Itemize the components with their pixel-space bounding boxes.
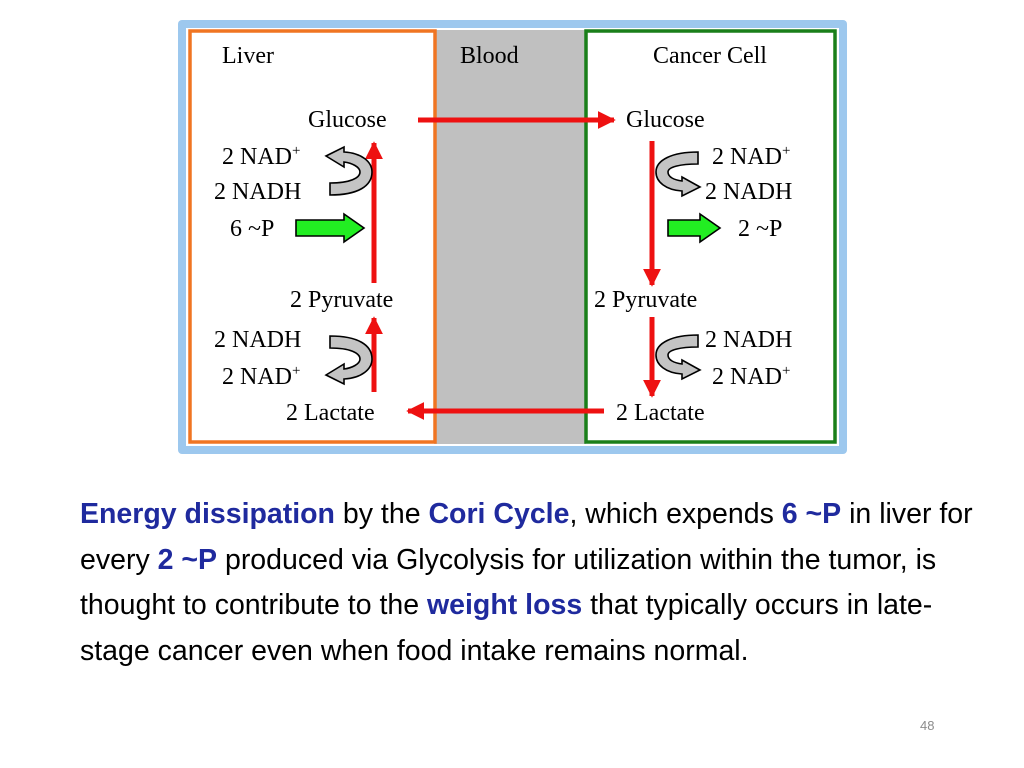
- liver-nad-top-plus: +: [292, 143, 300, 159]
- cancer-nad-recycle-arrow-top: [655, 151, 702, 198]
- caption-six-p: 6 ~P: [781, 498, 842, 530]
- cancer-nad-bottom-plus: +: [782, 363, 790, 379]
- caption-paragraph: Energy dissipation by the Cori Cycle, wh…: [80, 492, 985, 674]
- liver-pyruvate-label: 2 Pyruvate: [290, 287, 393, 313]
- caption-text-2: , which expends: [569, 498, 782, 530]
- cancer-nad-bottom-text: 2 NAD: [712, 364, 782, 390]
- liver-atp-cost: 6 ~P: [230, 216, 274, 242]
- cancer-nad-bottom: 2 NAD+: [712, 363, 790, 390]
- caption-text-5: that typically occurs in late-stage canc…: [80, 589, 933, 667]
- liver-green-energy-arrow: [295, 212, 366, 244]
- caption-text-1: by the: [334, 498, 429, 530]
- cancer-nad-recycle-arrow-bottom: [655, 334, 702, 381]
- cancer-nadh-top: 2 NADH: [705, 179, 792, 205]
- liver-header: Liver: [222, 43, 274, 69]
- liver-nad-recycle-arrow-bottom: [324, 335, 373, 386]
- cancer-pyruvate-label: 2 Pyruvate: [594, 287, 697, 313]
- liver-nad-recycle-arrow-top: [324, 145, 373, 196]
- caption-text-4: produced via Glycolysis for utilization …: [80, 543, 937, 622]
- caption-weight-loss: weight loss: [427, 589, 583, 621]
- cancer-nadh-bottom: 2 NADH: [705, 327, 792, 353]
- blood-band: [434, 30, 586, 444]
- liver-nadh-top: 2 NADH: [214, 179, 301, 205]
- cancer-green-energy-arrow: [667, 212, 722, 244]
- liver-nadh-bottom: 2 NADH: [214, 327, 301, 353]
- slide-number: 48: [920, 718, 935, 733]
- liver-lactate-label: 2 Lactate: [286, 400, 375, 426]
- caption-two-p: 2 ~P: [157, 543, 218, 576]
- cancer-lactate-label: 2 Lactate: [616, 400, 705, 426]
- caption-cori-cycle: Cori Cycle: [428, 498, 570, 530]
- caption-energy-dissipation: Energy dissipation: [80, 498, 335, 530]
- liver-nad-bottom-plus: +: [292, 363, 300, 379]
- cancer-nad-top-plus: +: [782, 143, 790, 159]
- blood-header: Blood: [460, 43, 519, 69]
- liver-nad-top: 2 NAD+: [222, 143, 300, 170]
- cancer-glucose-label: Glucose: [626, 107, 705, 133]
- cancer-cell-panel: [584, 29, 837, 444]
- cancer-nad-top-text: 2 NAD: [712, 144, 782, 170]
- cancer-atp-yield: 2 ~P: [738, 216, 782, 242]
- liver-nad-bottom-text: 2 NAD: [222, 364, 292, 390]
- cancer-cell-header: Cancer Cell: [653, 43, 767, 69]
- cori-cycle-diagram: Liver Blood Cancer Cell Glucose 2 NAD+ 2…: [178, 20, 847, 454]
- cancer-nad-top: 2 NAD+: [712, 143, 790, 170]
- liver-panel: [188, 29, 437, 444]
- liver-nad-bottom: 2 NAD+: [222, 363, 300, 390]
- liver-nad-top-text: 2 NAD: [222, 144, 292, 170]
- liver-glucose-label: Glucose: [308, 107, 387, 133]
- caption-text-3: in liver for every: [80, 498, 973, 576]
